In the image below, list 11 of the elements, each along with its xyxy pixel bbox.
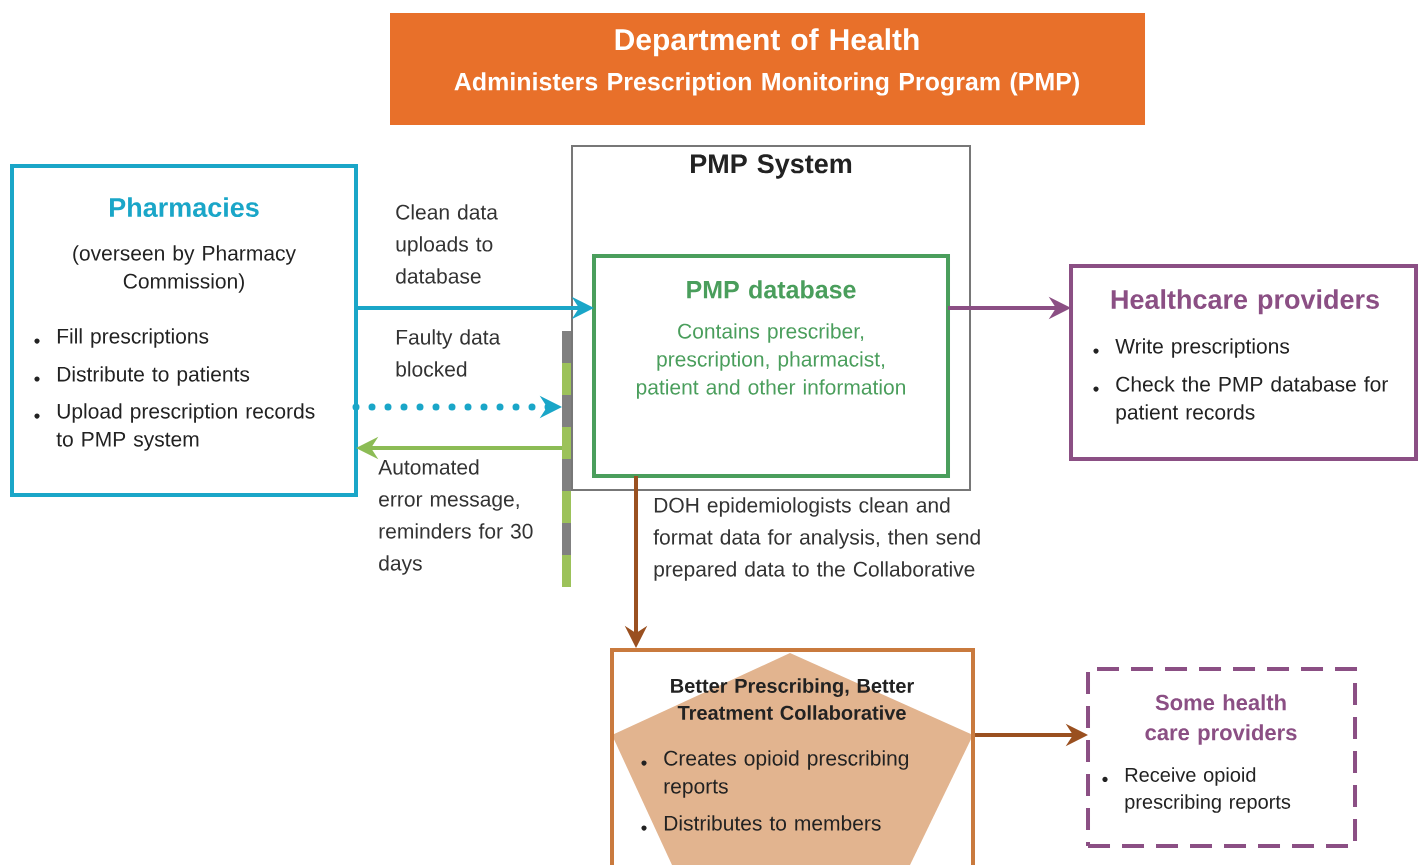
provider-box: Some health care providers Receive opioid prescribing reports — [1086, 667, 1357, 848]
edge-label: DOH epidemiologists clean and format data for analysis, then send prepared data to the Collaborative — [653, 497, 980, 581]
organization-box: Pharmacies (overseen by Pharmacy Commission) Fill prescriptions Distribute to patients Upload prescription records to PMP system — [10, 164, 358, 497]
database-box: PMP database Contains prescriber, prescription, pharmacist, patient and other information — [592, 254, 950, 478]
header-banner: Department of Health Administers Prescription Monitoring Program (PMP) — [390, 13, 1145, 125]
edge-label: Faulty data blocked — [396, 329, 501, 377]
filter-bar — [562, 331, 571, 587]
edge-label: Automated error message, reminders for 30 days — [378, 459, 533, 575]
edge-label: Clean data uploads to database — [396, 204, 498, 284]
provider-box: Healthcare providers Write prescriptions Check the PMP database for patient records — [1069, 264, 1418, 461]
collaborative-box: Better Prescribing, Better Treatment Collaborative Creates opioid prescribing reports Distributes to members — [610, 648, 975, 865]
